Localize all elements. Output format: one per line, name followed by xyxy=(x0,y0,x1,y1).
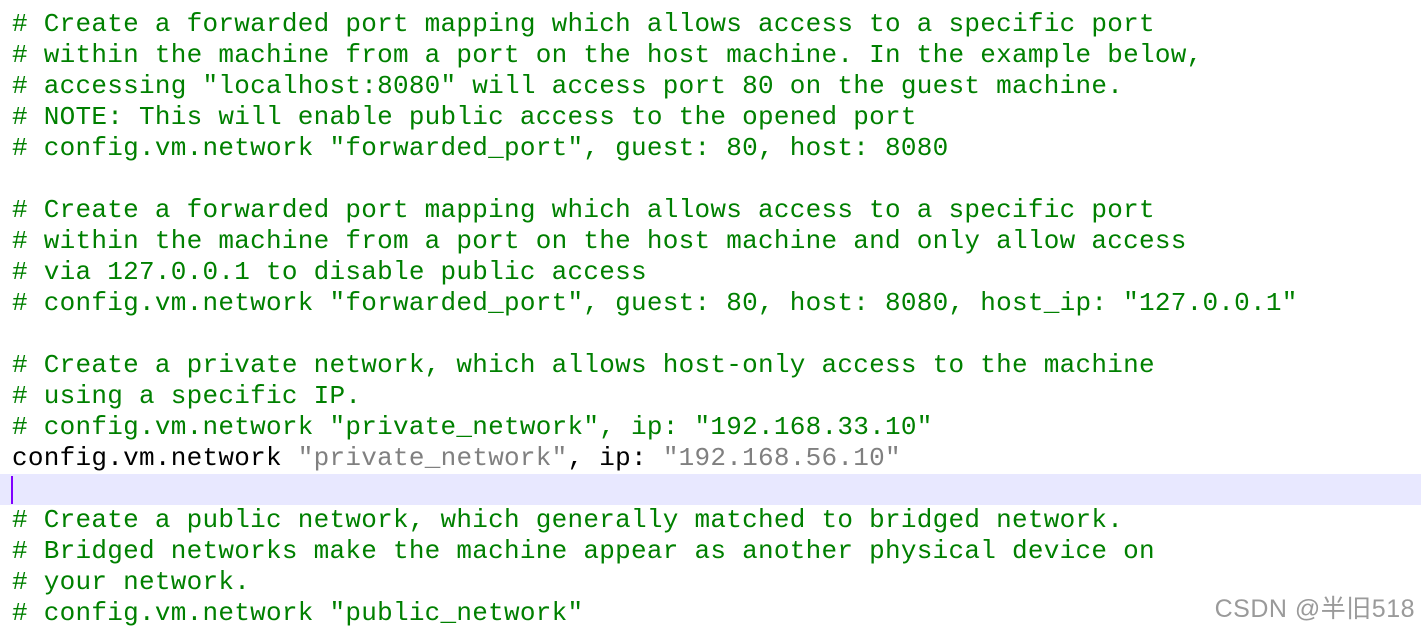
code-line[interactable]: # your network. xyxy=(0,567,1421,598)
code-line[interactable]: # Create a private network, which allows… xyxy=(0,350,1421,381)
comment-text: # config.vm.network "public_network" xyxy=(12,598,584,628)
code-line[interactable] xyxy=(0,319,1421,350)
comment-text: # accessing "localhost:8080" will access… xyxy=(12,71,1124,101)
comment-text: # Bridged networks make the machine appe… xyxy=(12,536,1155,566)
comment-text: # config.vm.network "forwarded_port", gu… xyxy=(12,133,949,163)
code-line[interactable]: # Create a public network, which general… xyxy=(0,505,1421,536)
comment-text: # NOTE: This will enable public access t… xyxy=(12,102,917,132)
watermark: CSDN @半旧518 xyxy=(1214,595,1415,623)
comment-text: # Create a forwarded port mapping which … xyxy=(12,195,1155,225)
code-token: , ip: xyxy=(567,443,663,473)
code-line[interactable]: # within the machine from a port on the … xyxy=(0,40,1421,71)
code-line[interactable]: config.vm.network "private_network", ip:… xyxy=(0,443,1421,474)
current-line[interactable] xyxy=(0,474,1421,505)
text-caret xyxy=(11,476,13,504)
code-line[interactable]: # config.vm.network "forwarded_port", gu… xyxy=(0,288,1421,319)
comment-text: # using a specific IP. xyxy=(12,381,362,411)
comment-text: # via 127.0.0.1 to disable public access xyxy=(12,257,647,287)
string-token: "private_network" xyxy=(297,443,568,473)
comment-text: # your network. xyxy=(12,567,251,597)
comment-text: # Create a private network, which allows… xyxy=(12,350,1155,380)
code-line[interactable]: # config.vm.network "private_network", i… xyxy=(0,412,1421,443)
comment-text: # config.vm.network "forwarded_port", gu… xyxy=(12,288,1298,318)
code-line[interactable]: # using a specific IP. xyxy=(0,381,1421,412)
comment-text: # config.vm.network "private_network", i… xyxy=(12,412,933,442)
code-line[interactable]: # within the machine from a port on the … xyxy=(0,226,1421,257)
code-line[interactable]: # NOTE: This will enable public access t… xyxy=(0,102,1421,133)
code-line[interactable]: # accessing "localhost:8080" will access… xyxy=(0,71,1421,102)
comment-text: # Create a public network, which general… xyxy=(12,505,1124,535)
code-line[interactable]: # Bridged networks make the machine appe… xyxy=(0,536,1421,567)
comment-text: # within the machine from a port on the … xyxy=(12,226,1187,256)
code-line[interactable]: # Create a forwarded port mapping which … xyxy=(0,195,1421,226)
code-line[interactable]: # config.vm.network "forwarded_port", gu… xyxy=(0,133,1421,164)
comment-text: # Create a forwarded port mapping which … xyxy=(12,9,1155,39)
code-line[interactable]: # via 127.0.0.1 to disable public access xyxy=(0,257,1421,288)
comment-text: # within the machine from a port on the … xyxy=(12,40,1203,70)
code-line[interactable] xyxy=(0,164,1421,195)
code-token: config.vm.network xyxy=(12,443,298,473)
string-token: "192.168.56.10" xyxy=(662,443,901,473)
code-line[interactable]: # config.vm.network "public_network" xyxy=(0,598,1421,629)
editor-lines[interactable]: # Create a forwarded port mapping which … xyxy=(0,9,1421,629)
code-line[interactable]: # Create a forwarded port mapping which … xyxy=(0,9,1421,40)
